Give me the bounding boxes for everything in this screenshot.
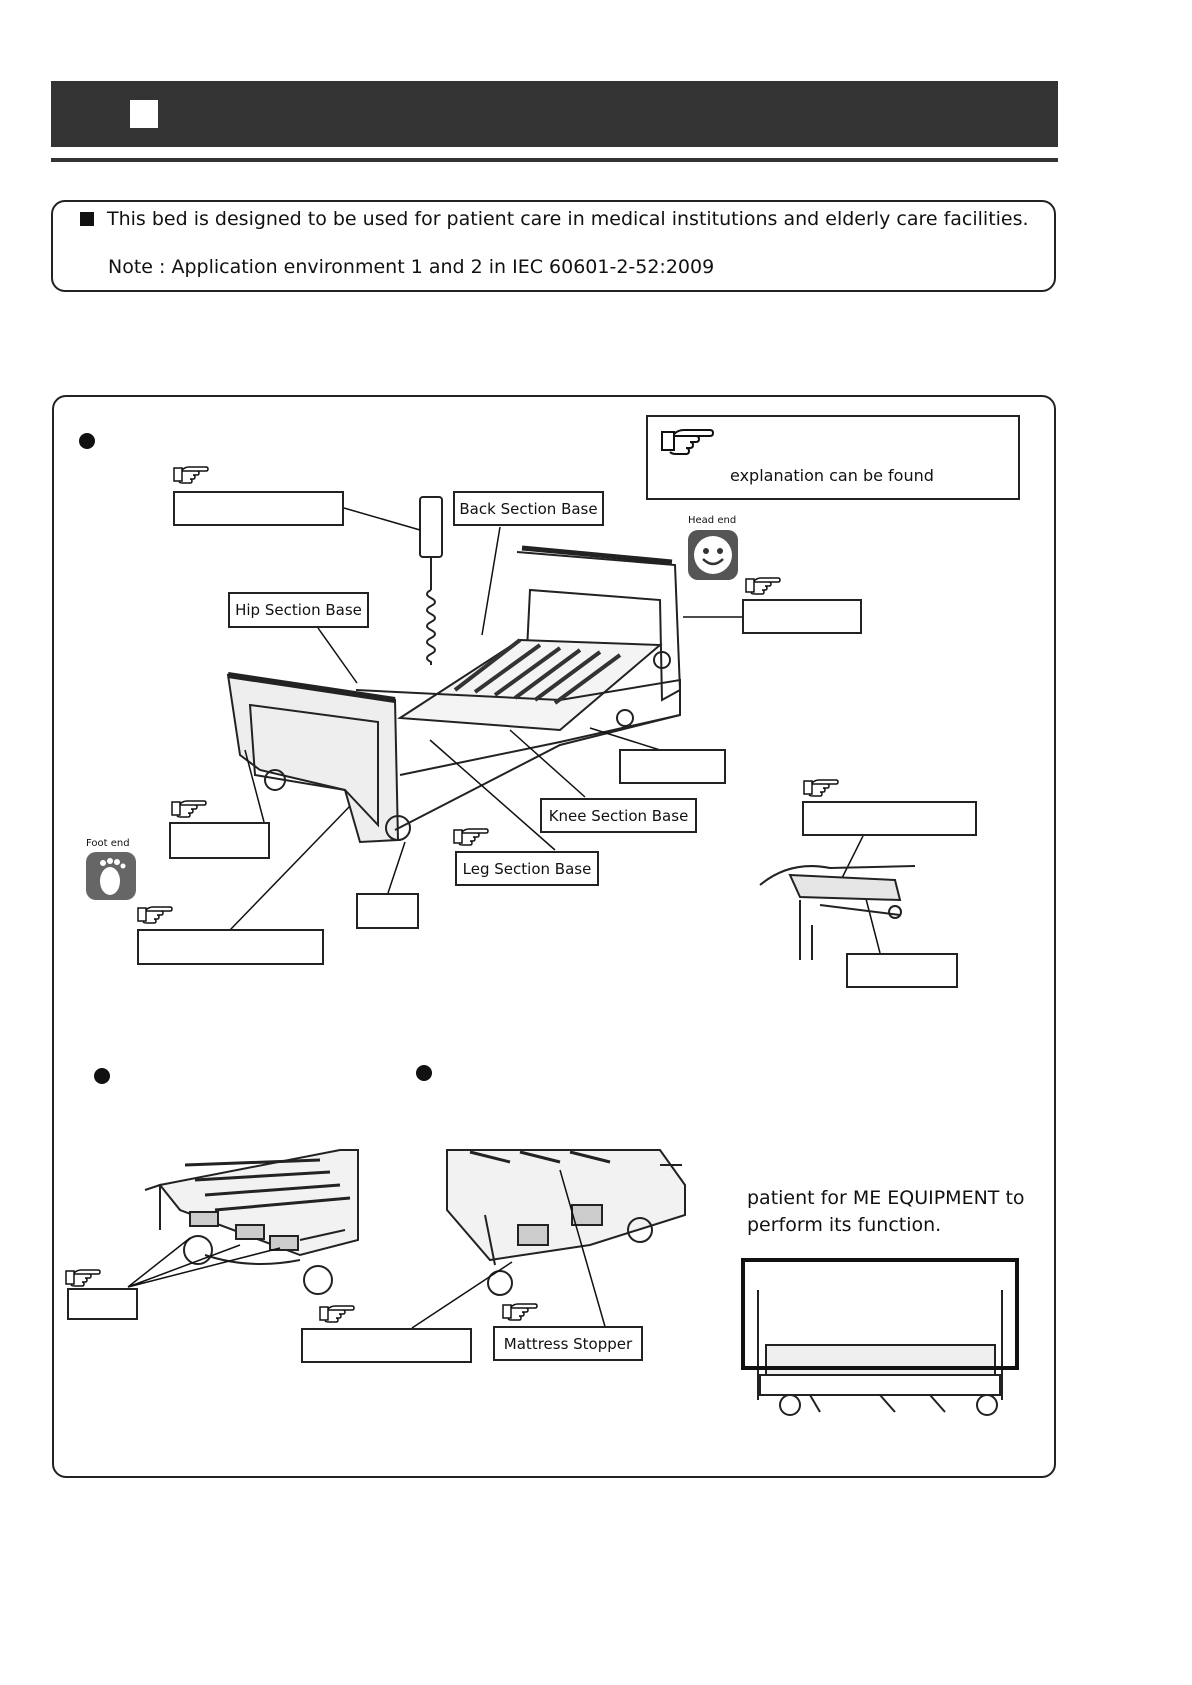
side-text-line2: perform its function. — [747, 1214, 942, 1236]
title-marker — [130, 100, 158, 128]
intro-note: Note : Application environment 1 and 2 i… — [108, 256, 715, 278]
pointing-hand-icon — [453, 825, 489, 847]
section-dot-left — [94, 1068, 110, 1084]
label-mattress-stopper: Mattress Stopper — [493, 1326, 643, 1361]
legend-text: explanation can be found — [730, 466, 934, 485]
label-empty — [67, 1288, 138, 1320]
label-knee-section-base: Knee Section Base — [540, 798, 697, 833]
pointing-hand-icon — [137, 903, 173, 925]
bullet-square — [80, 212, 94, 226]
label-empty — [173, 491, 344, 526]
label-empty — [742, 599, 862, 634]
pointing-hand-icon — [65, 1266, 101, 1288]
intro-box — [51, 200, 1056, 292]
pointing-hand-icon — [319, 1302, 355, 1324]
foot-end-caption: Foot end — [86, 838, 130, 849]
pointing-hand-icon — [171, 797, 207, 819]
page-title-bar — [51, 81, 1058, 147]
smiley-face-icon — [688, 530, 738, 580]
section-dot-main — [79, 433, 95, 449]
label-empty — [619, 749, 726, 784]
pointing-hand-icon — [803, 776, 839, 798]
foot-icon — [86, 852, 136, 900]
title-rule — [51, 158, 1058, 162]
label-empty — [301, 1328, 472, 1363]
pointing-hand-icon — [745, 574, 781, 596]
highlight-frame — [741, 1258, 1019, 1370]
label-empty — [846, 953, 958, 988]
section-dot-middle — [416, 1065, 432, 1081]
label-leg-section-base: Leg Section Base — [455, 851, 599, 886]
diagram-box — [52, 395, 1056, 1478]
intro-statement: This bed is designed to be used for pati… — [107, 208, 1029, 230]
pointing-hand-icon — [502, 1300, 538, 1322]
pointing-hand-icon — [660, 424, 714, 456]
legend-box — [646, 415, 1020, 500]
side-text-line1: patient for ME EQUIPMENT to — [747, 1187, 1025, 1209]
label-empty — [137, 929, 324, 965]
bed-diagram — [127, 496, 1003, 1416]
label-empty — [802, 801, 977, 836]
head-end-caption: Head end — [688, 515, 737, 526]
label-empty — [169, 822, 270, 859]
pointing-hand-icon — [173, 463, 209, 485]
label-empty — [356, 893, 419, 929]
label-hip-section-base: Hip Section Base — [228, 592, 369, 628]
label-back-section-base: Back Section Base — [453, 491, 604, 526]
